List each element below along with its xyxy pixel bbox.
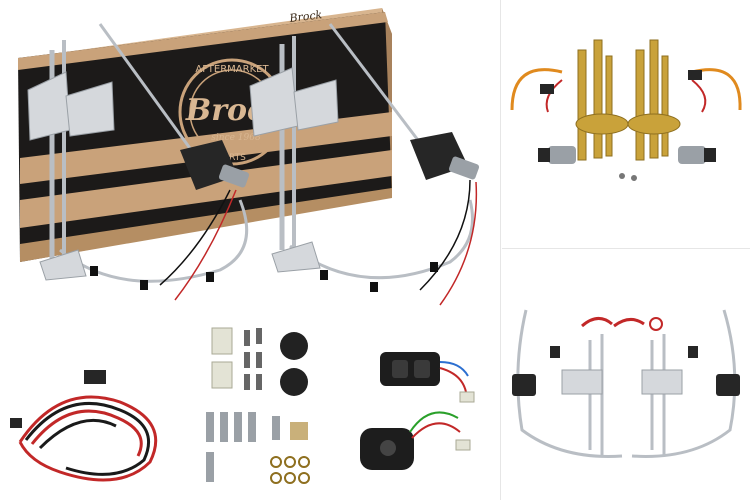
harness-connector <box>84 370 106 384</box>
horizontal-divider <box>502 248 750 249</box>
svg-text:since 1968: since 1968 <box>211 133 261 143</box>
main-product-image: AFTERMARKET Brock since 1968 PARTS Brock <box>0 0 500 320</box>
grommet-top <box>280 332 308 360</box>
thumbnail-gold-kit[interactable] <box>502 0 750 247</box>
dual-switch-panel <box>380 352 440 386</box>
cable-clips <box>90 262 438 292</box>
left-window-regulator <box>27 23 249 283</box>
grommet-bottom <box>280 368 308 396</box>
svg-text:PARTS: PARTS <box>218 153 246 163</box>
regulator-kit-with-box: AFTERMARKET Brock since 1968 PARTS Brock <box>18 8 480 306</box>
left-window-motor <box>159 140 250 301</box>
right-window-motor <box>410 132 480 306</box>
component-hardware-kit <box>180 322 340 500</box>
installed-regulator-set-image <box>512 309 740 458</box>
component-window-switches <box>340 322 500 500</box>
wiring-harness-image <box>10 370 158 482</box>
window-switches-image <box>360 352 475 470</box>
vertical-divider <box>500 0 501 500</box>
installed-motors <box>512 374 740 396</box>
svg-text:AFTERMARKET: AFTERMARKET <box>195 64 269 75</box>
component-wiring-harness <box>0 322 180 500</box>
gold-regulator-kit-image <box>510 39 742 181</box>
thumbnail-installed-set[interactable] <box>502 250 750 500</box>
hardware-kit-image <box>206 327 310 484</box>
gold-kit-motors <box>538 146 716 164</box>
right-window-regulator <box>249 23 474 280</box>
box-top-brand: Brock <box>288 8 323 25</box>
